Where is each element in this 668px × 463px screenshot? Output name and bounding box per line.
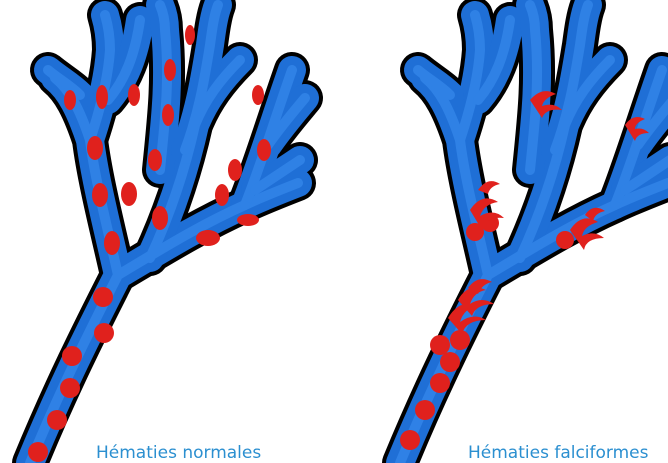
sickle-vessel-tree <box>400 5 668 463</box>
normal-cells-caption: Hématies normales <box>96 443 261 463</box>
sickle-cells-caption: Hématies falciformes <box>468 443 649 463</box>
